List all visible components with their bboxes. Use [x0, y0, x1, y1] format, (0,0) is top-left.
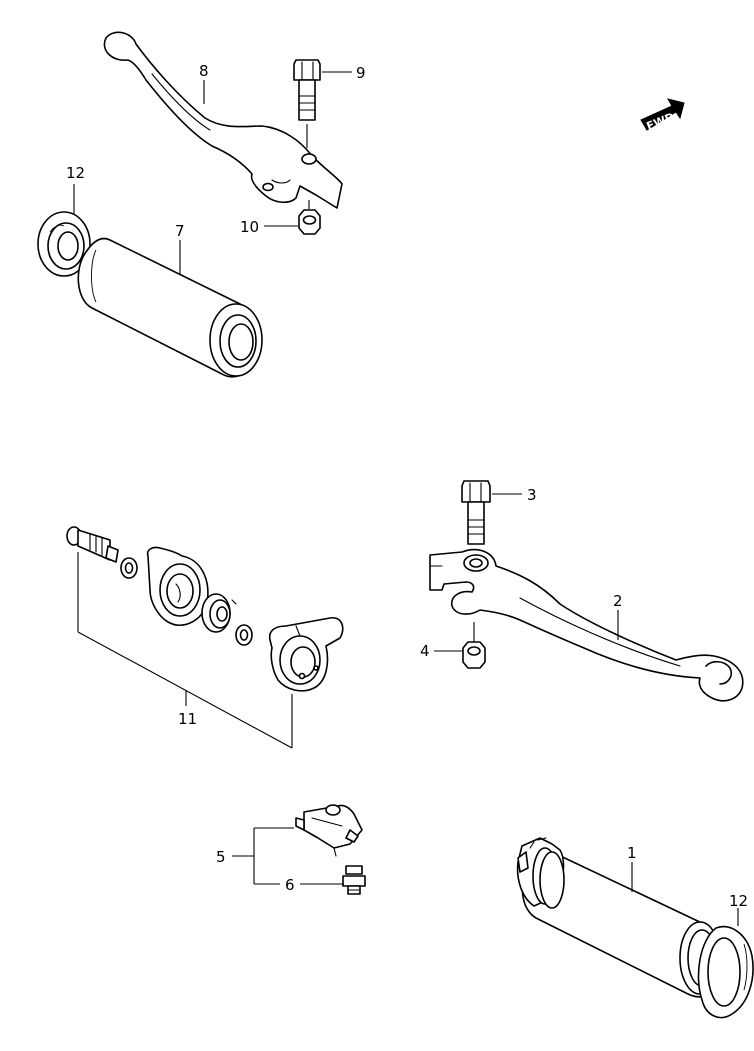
callout-9: 9: [356, 64, 366, 82]
nut-part-4: [462, 622, 486, 669]
grip-end-part-12-lower: [697, 925, 754, 1019]
bolt-part-3: [461, 480, 491, 545]
callout-6: 6: [285, 876, 295, 894]
callout-12-upper: 12: [66, 164, 85, 182]
callout-1: 1: [627, 844, 637, 862]
callout-7: 7: [175, 222, 185, 240]
callout-8: 8: [199, 62, 209, 80]
switch-part-5: [295, 804, 363, 857]
clutch-lever-part-8: [103, 31, 343, 209]
callout-2: 2: [613, 592, 623, 610]
throttle-assembly-part-11: [66, 526, 344, 749]
grip-part-7: [77, 237, 263, 378]
brake-lever-part-2: [429, 548, 744, 702]
callout-labels: 8 9 10 12 7 3 2 4 11 5 6 1 12: [66, 62, 748, 910]
callout-10: 10: [240, 218, 259, 236]
callout-12-lower: 12: [729, 892, 748, 910]
screw-part-6: [342, 865, 366, 895]
bolt-part-9: [293, 59, 321, 148]
nut-part-10: [298, 200, 321, 235]
callout-5: 5: [216, 848, 226, 866]
callout-11: 11: [178, 710, 197, 728]
callout-4: 4: [420, 642, 430, 660]
grip-end-part-12-upper: [37, 211, 91, 277]
fwd-badge-text: FWD: [645, 110, 677, 133]
forward-arrow-icon: FWD: [640, 98, 685, 133]
leader-lines: [73, 71, 739, 926]
callout-3: 3: [527, 486, 537, 504]
throttle-grip-part-1: [516, 837, 724, 998]
